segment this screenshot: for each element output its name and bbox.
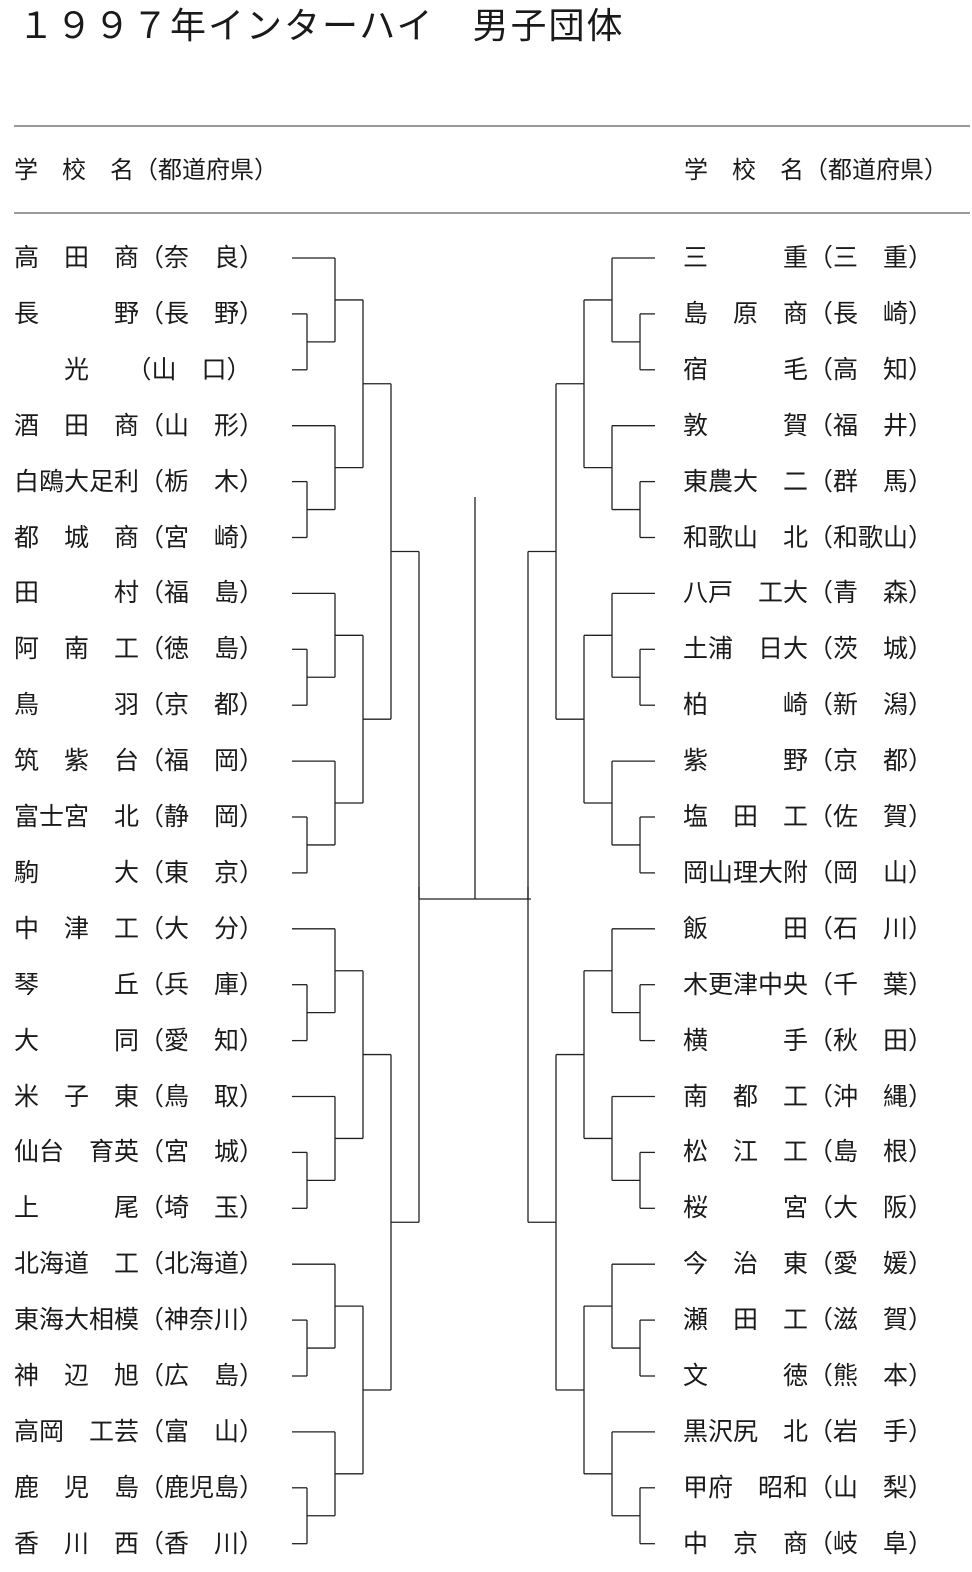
left-entry: 田 村（福 島） bbox=[14, 578, 265, 608]
right-entry: 今 治 東（愛 媛） bbox=[683, 1249, 934, 1279]
left-entry: 大 同（愛 知） bbox=[14, 1025, 265, 1055]
left-entry: 神 辺 旭（広 島） bbox=[14, 1361, 265, 1390]
left-entry: 鹿 児 島（鹿児島） bbox=[14, 1472, 265, 1502]
left-entry: 駒 大（東 京） bbox=[14, 857, 265, 887]
header-right: 学 校 名（都道府県） bbox=[684, 156, 948, 184]
left-entry: 東海大相模（神奈川） bbox=[14, 1305, 265, 1335]
right-entry: 紫 野（京 都） bbox=[683, 746, 934, 776]
left-entry: 米 子 東（鳥 取） bbox=[14, 1081, 265, 1111]
left-entry: 仙台 育英（宮 城） bbox=[14, 1137, 265, 1167]
left-entry: 中 津 工（大 分） bbox=[14, 913, 265, 943]
left-entry: 都 城 商（宮 崎） bbox=[14, 522, 265, 552]
page-title: １９９７年インターハイ 男子団体 bbox=[18, 6, 625, 47]
right-entry: 塩 田 工（佐 賀） bbox=[683, 802, 934, 831]
right-entry: 中 京 商（岐 阜） bbox=[683, 1528, 934, 1558]
left-entry: 香 川 西（香 川） bbox=[14, 1528, 265, 1558]
left-entry: 阿 南 工（徳 島） bbox=[14, 634, 265, 664]
right-entry: 敦 賀（福 井） bbox=[683, 410, 934, 440]
right-entry: 瀬 田 工（滋 賀） bbox=[683, 1305, 934, 1335]
header-left: 学 校 名（都道府県） bbox=[14, 156, 278, 184]
right-entry: 島 原 商（長 崎） bbox=[683, 298, 934, 328]
left-entry: 上 尾（埼 玉） bbox=[14, 1193, 265, 1223]
right-entry: 三 重（三 重） bbox=[683, 243, 934, 272]
left-entry: 高岡 工芸（富 山） bbox=[14, 1416, 265, 1446]
divider-top bbox=[14, 125, 970, 127]
right-entry: 岡山理大附（岡 山） bbox=[683, 857, 934, 887]
left-entry: 光 （山 口） bbox=[14, 354, 252, 384]
right-entry: 松 江 工（島 根） bbox=[683, 1137, 934, 1167]
right-entry: 甲府 昭和（山 梨） bbox=[683, 1472, 934, 1502]
right-entry: 柏 崎（新 潟） bbox=[683, 690, 934, 720]
right-entry: 東農大 二（群 馬） bbox=[683, 466, 934, 496]
right-entry: 宿 毛（高 知） bbox=[683, 354, 934, 384]
right-entry: 黒沢尻 北（岩 手） bbox=[683, 1416, 934, 1446]
left-entry: 北海道 工（北海道） bbox=[14, 1249, 265, 1279]
left-entry: 酒 田 商（山 形） bbox=[14, 410, 265, 440]
right-entry: 桜 宮（大 阪） bbox=[683, 1193, 934, 1223]
right-entry: 南 都 工（沖 縄） bbox=[683, 1081, 934, 1111]
right-entry: 土浦 日大（茨 城） bbox=[683, 634, 934, 664]
right-entry: 和歌山 北（和歌山） bbox=[683, 522, 934, 552]
left-entry: 長 野（長 野） bbox=[14, 298, 265, 328]
left-entry: 筑 紫 台（福 岡） bbox=[14, 746, 265, 776]
left-entry: 高 田 商（奈 良） bbox=[14, 243, 265, 272]
right-entry: 文 徳（熊 本） bbox=[683, 1361, 934, 1390]
right-entry: 木更津中央（千 葉） bbox=[683, 969, 934, 999]
left-entry: 琴 丘（兵 庫） bbox=[14, 969, 265, 999]
left-entry: 鳥 羽（京 都） bbox=[14, 690, 265, 720]
right-entry: 飯 田（石 川） bbox=[683, 913, 934, 943]
right-entry: 八戸 工大（青 森） bbox=[683, 578, 934, 608]
left-entry: 白鴎大足利（栃 木） bbox=[14, 466, 265, 496]
left-entry: 富士宮 北（静 岡） bbox=[14, 802, 265, 831]
right-entry: 横 手（秋 田） bbox=[683, 1025, 934, 1055]
divider-bottom bbox=[14, 212, 970, 214]
